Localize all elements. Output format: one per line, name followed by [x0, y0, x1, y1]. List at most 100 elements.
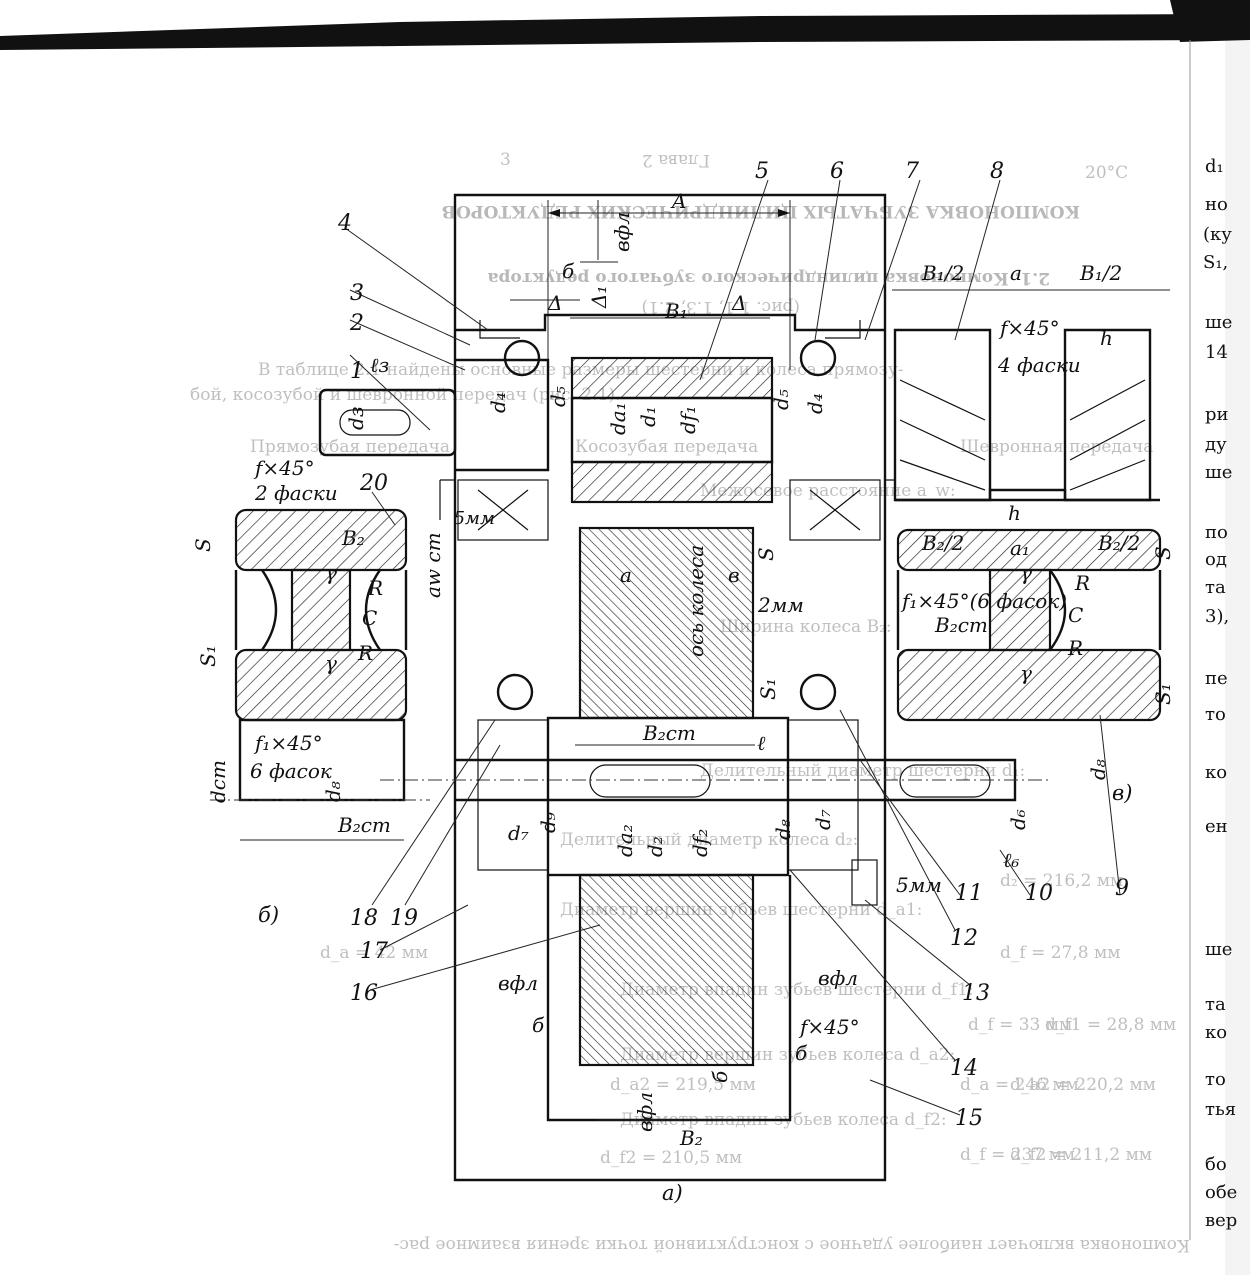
svg-text:ось колеса: ось колеса: [684, 545, 708, 657]
svg-text:ℓ₆: ℓ₆: [1003, 848, 1019, 872]
svg-text:вфл: вфл: [498, 971, 538, 995]
svg-text:γ: γ: [325, 561, 337, 585]
svg-text:Δ: Δ: [731, 291, 746, 315]
svg-text:d_f2 = 210,5 мм: d_f2 = 210,5 мм: [600, 1148, 742, 1168]
svg-text:d₁: d₁: [1205, 156, 1224, 177]
svg-text:ше: ше: [1205, 939, 1232, 960]
svg-text:тья: тья: [1205, 1099, 1236, 1120]
svg-text:C: C: [362, 606, 377, 630]
svg-text:4: 4: [337, 211, 352, 236]
svg-text:S₁,: S₁,: [1203, 252, 1228, 273]
svg-text:11: 11: [955, 881, 983, 906]
svg-text:17: 17: [360, 939, 388, 964]
svg-text:d₉: d₉: [536, 812, 560, 833]
svg-text:d₅: d₅: [546, 386, 570, 407]
svg-text:вер: вер: [1205, 1210, 1237, 1231]
svg-text:20: 20: [359, 471, 388, 496]
svg-text:γ: γ: [1020, 561, 1032, 585]
svg-text:КОМПОНОВКА ЗУБЧАТЫХ ЦИЛИНДРИЧЕ: КОМПОНОВКА ЗУБЧАТЫХ ЦИЛИНДРИЧЕСКИХ РЕДУК…: [442, 201, 1080, 221]
svg-text:5мм: 5мм: [454, 508, 495, 529]
svg-text:R: R: [1067, 636, 1083, 660]
svg-text:ше: ше: [1205, 462, 1232, 483]
svg-text:ду: ду: [1205, 434, 1227, 455]
svg-text:вфл: вфл: [610, 212, 634, 252]
svg-text:ℓз: ℓз: [370, 353, 389, 377]
svg-text:пе: пе: [1205, 668, 1228, 689]
svg-text:б: б: [532, 1013, 545, 1037]
svg-text:f×45°: f×45°: [253, 456, 315, 480]
svg-text:ℓ: ℓ: [757, 731, 766, 755]
svg-text:B₁/2: B₁/2: [1079, 261, 1122, 285]
svg-text:та: та: [1205, 994, 1226, 1015]
svg-text:(рис. 1.1, 1.3, 2.1): (рис. 1.1, 1.3, 2.1): [641, 297, 800, 317]
svg-text:d₆: d₆: [1006, 809, 1030, 830]
svg-text:d₇: d₇: [508, 821, 529, 845]
svg-text:B₂ст: B₂ст: [337, 813, 391, 837]
svg-text:3: 3: [350, 281, 364, 306]
svg-text:5: 5: [755, 159, 769, 184]
gear-section-view: f×45° 2 фаски B₂ S S₁ R C R γ γ f₁×45° 6…: [191, 456, 445, 927]
svg-text:B₁: B₁: [664, 299, 688, 323]
svg-text:d_a = 42 мм: d_a = 42 мм: [320, 943, 428, 963]
svg-text:d₇: d₇: [811, 809, 835, 830]
svg-text:б: б: [708, 1070, 732, 1083]
svg-text:2мм: 2мм: [757, 593, 804, 617]
svg-text:3),: 3),: [1205, 606, 1229, 627]
svg-text:S₁: S₁: [1151, 683, 1175, 705]
svg-text:R: R: [1074, 571, 1090, 595]
svg-text:Δ: Δ: [547, 291, 562, 315]
svg-text:то: то: [1205, 1069, 1226, 1090]
svg-text:15: 15: [955, 1106, 983, 1131]
svg-text:d₁: d₁: [636, 406, 660, 427]
svg-text:Глава 2: Глава 2: [642, 150, 710, 170]
svg-text:B₁/2: B₁/2: [921, 261, 964, 285]
svg-text:20°C: 20°C: [1085, 163, 1128, 183]
svg-text:d_f = 237 мм: d_f = 237 мм: [960, 1145, 1075, 1165]
svg-text:γ: γ: [325, 651, 337, 675]
callout-numbers: 1 2 3 4 5 6 7 8 9 10 11 12 13 14 15 16 1…: [337, 159, 1129, 1131]
svg-text:d_f2 = 211,2 мм: d_f2 = 211,2 мм: [1010, 1145, 1152, 1165]
svg-text:S: S: [1151, 546, 1175, 560]
svg-text:d₂ = 216,2 мм: d₂ = 216,2 мм: [1000, 871, 1123, 891]
svg-text:R: R: [357, 641, 373, 665]
svg-text:19: 19: [390, 906, 418, 931]
svg-text:но: но: [1205, 194, 1228, 215]
svg-text:7: 7: [905, 159, 919, 184]
svg-text:dз: dз: [344, 406, 368, 430]
svg-text:h: h: [1100, 326, 1113, 350]
svg-text:C: C: [1068, 603, 1083, 627]
svg-text:aw ст: aw ст: [421, 532, 445, 598]
svg-text:2: 2: [349, 311, 364, 336]
svg-text:d₄: d₄: [803, 393, 827, 414]
svg-text:d₈: d₈: [771, 819, 795, 840]
svg-text:h: h: [1008, 501, 1021, 525]
svg-text:S₁: S₁: [196, 645, 220, 667]
svg-text:Делительный диаметр шестерни d: Делительный диаметр шестерни d₁:: [700, 761, 1025, 781]
svg-text:бой, косозубой и шевронной пер: бой, косозубой и шевронной передач (рис.…: [190, 385, 620, 405]
svg-text:df₁: df₁: [676, 406, 700, 434]
svg-text:d₈: d₈: [321, 781, 345, 802]
svg-text:2 фаски: 2 фаски: [254, 481, 338, 505]
svg-text:14: 14: [950, 1056, 978, 1081]
svg-text:б): б): [258, 903, 279, 927]
svg-text:8: 8: [990, 159, 1004, 184]
svg-text:4 фаски: 4 фаски: [997, 353, 1081, 377]
svg-text:13: 13: [962, 981, 990, 1006]
svg-text:5мм: 5мм: [896, 873, 942, 897]
svg-text:B₂/2: B₂/2: [1097, 531, 1140, 555]
svg-text:в): в): [1112, 781, 1132, 805]
svg-text:B₂: B₂: [679, 1126, 703, 1150]
svg-text:S: S: [191, 538, 215, 552]
svg-text:(ку: (ку: [1203, 224, 1232, 245]
callout-leaders: [344, 179, 1121, 1116]
svg-text:d₈: d₈: [1086, 759, 1110, 780]
svg-text:ен: ен: [1205, 816, 1228, 837]
svg-text:б: б: [562, 259, 575, 283]
svg-text:ко: ко: [1205, 1022, 1227, 1043]
main-layout-view: A вфл б Δ Δ₁ B₁ Δ ℓз dз da₁ d₁ df₁ d₅ d₅…: [318, 189, 1050, 1205]
svg-text:12: 12: [950, 926, 978, 951]
svg-text:d_f = 33 мм: d_f = 33 мм: [968, 1015, 1072, 1035]
svg-text:то: то: [1205, 704, 1226, 725]
svg-text:f×45°: f×45°: [998, 316, 1060, 340]
